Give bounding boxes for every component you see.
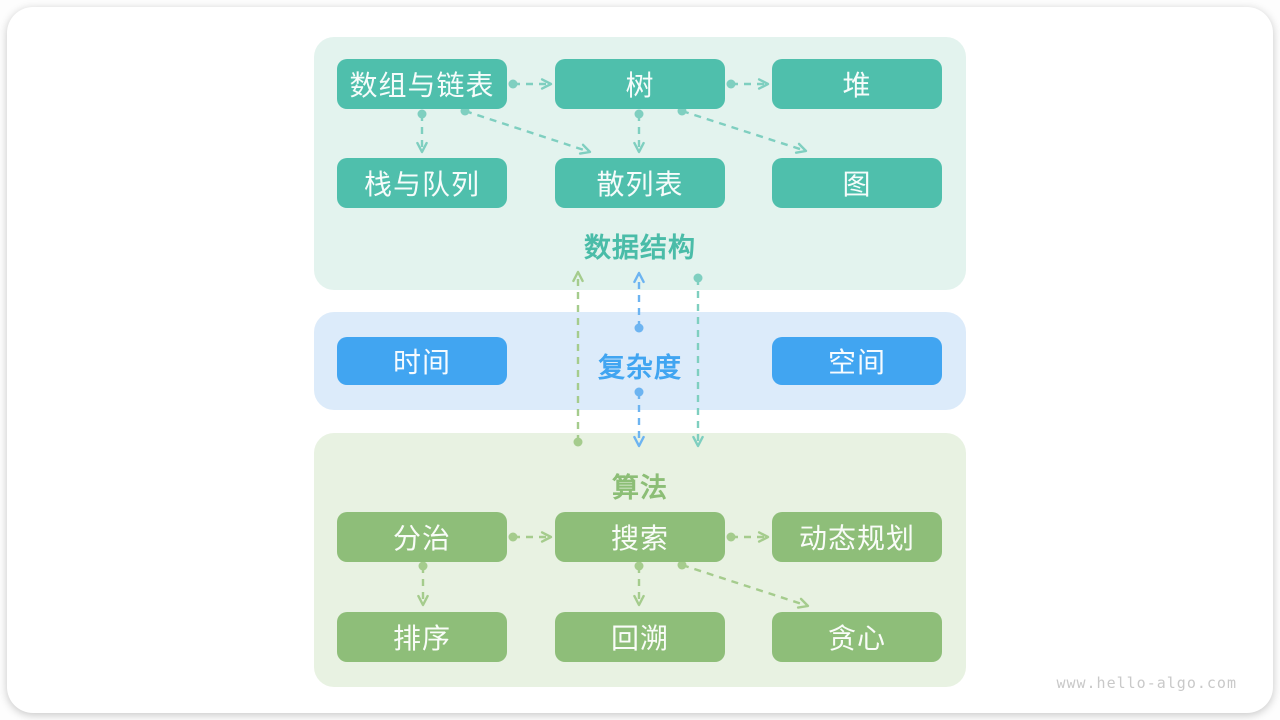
node-heap: 堆	[772, 59, 942, 109]
node-tree: 树	[555, 59, 725, 109]
node-time: 时间	[337, 337, 507, 385]
complexity-section-label: 复杂度	[598, 353, 682, 384]
node-search: 搜索	[555, 512, 725, 562]
node-backtracking: 回溯	[555, 612, 725, 662]
node-arrays-linked-lists: 数组与链表	[337, 59, 507, 109]
data-structures-section-label: 数据结构	[584, 233, 696, 264]
node-sorting: 排序	[337, 612, 507, 662]
node-divide-conquer: 分治	[337, 512, 507, 562]
node-hash-table: 散列表	[555, 158, 725, 208]
algorithms-section-label: 算法	[612, 473, 668, 504]
node-space: 空间	[772, 337, 942, 385]
node-dynamic-programming: 动态规划	[772, 512, 942, 562]
node-greedy: 贪心	[772, 612, 942, 662]
site-url-watermark: www.hello-algo.com	[1056, 674, 1237, 692]
node-graph: 图	[772, 158, 942, 208]
node-stack-queue: 栈与队列	[337, 158, 507, 208]
